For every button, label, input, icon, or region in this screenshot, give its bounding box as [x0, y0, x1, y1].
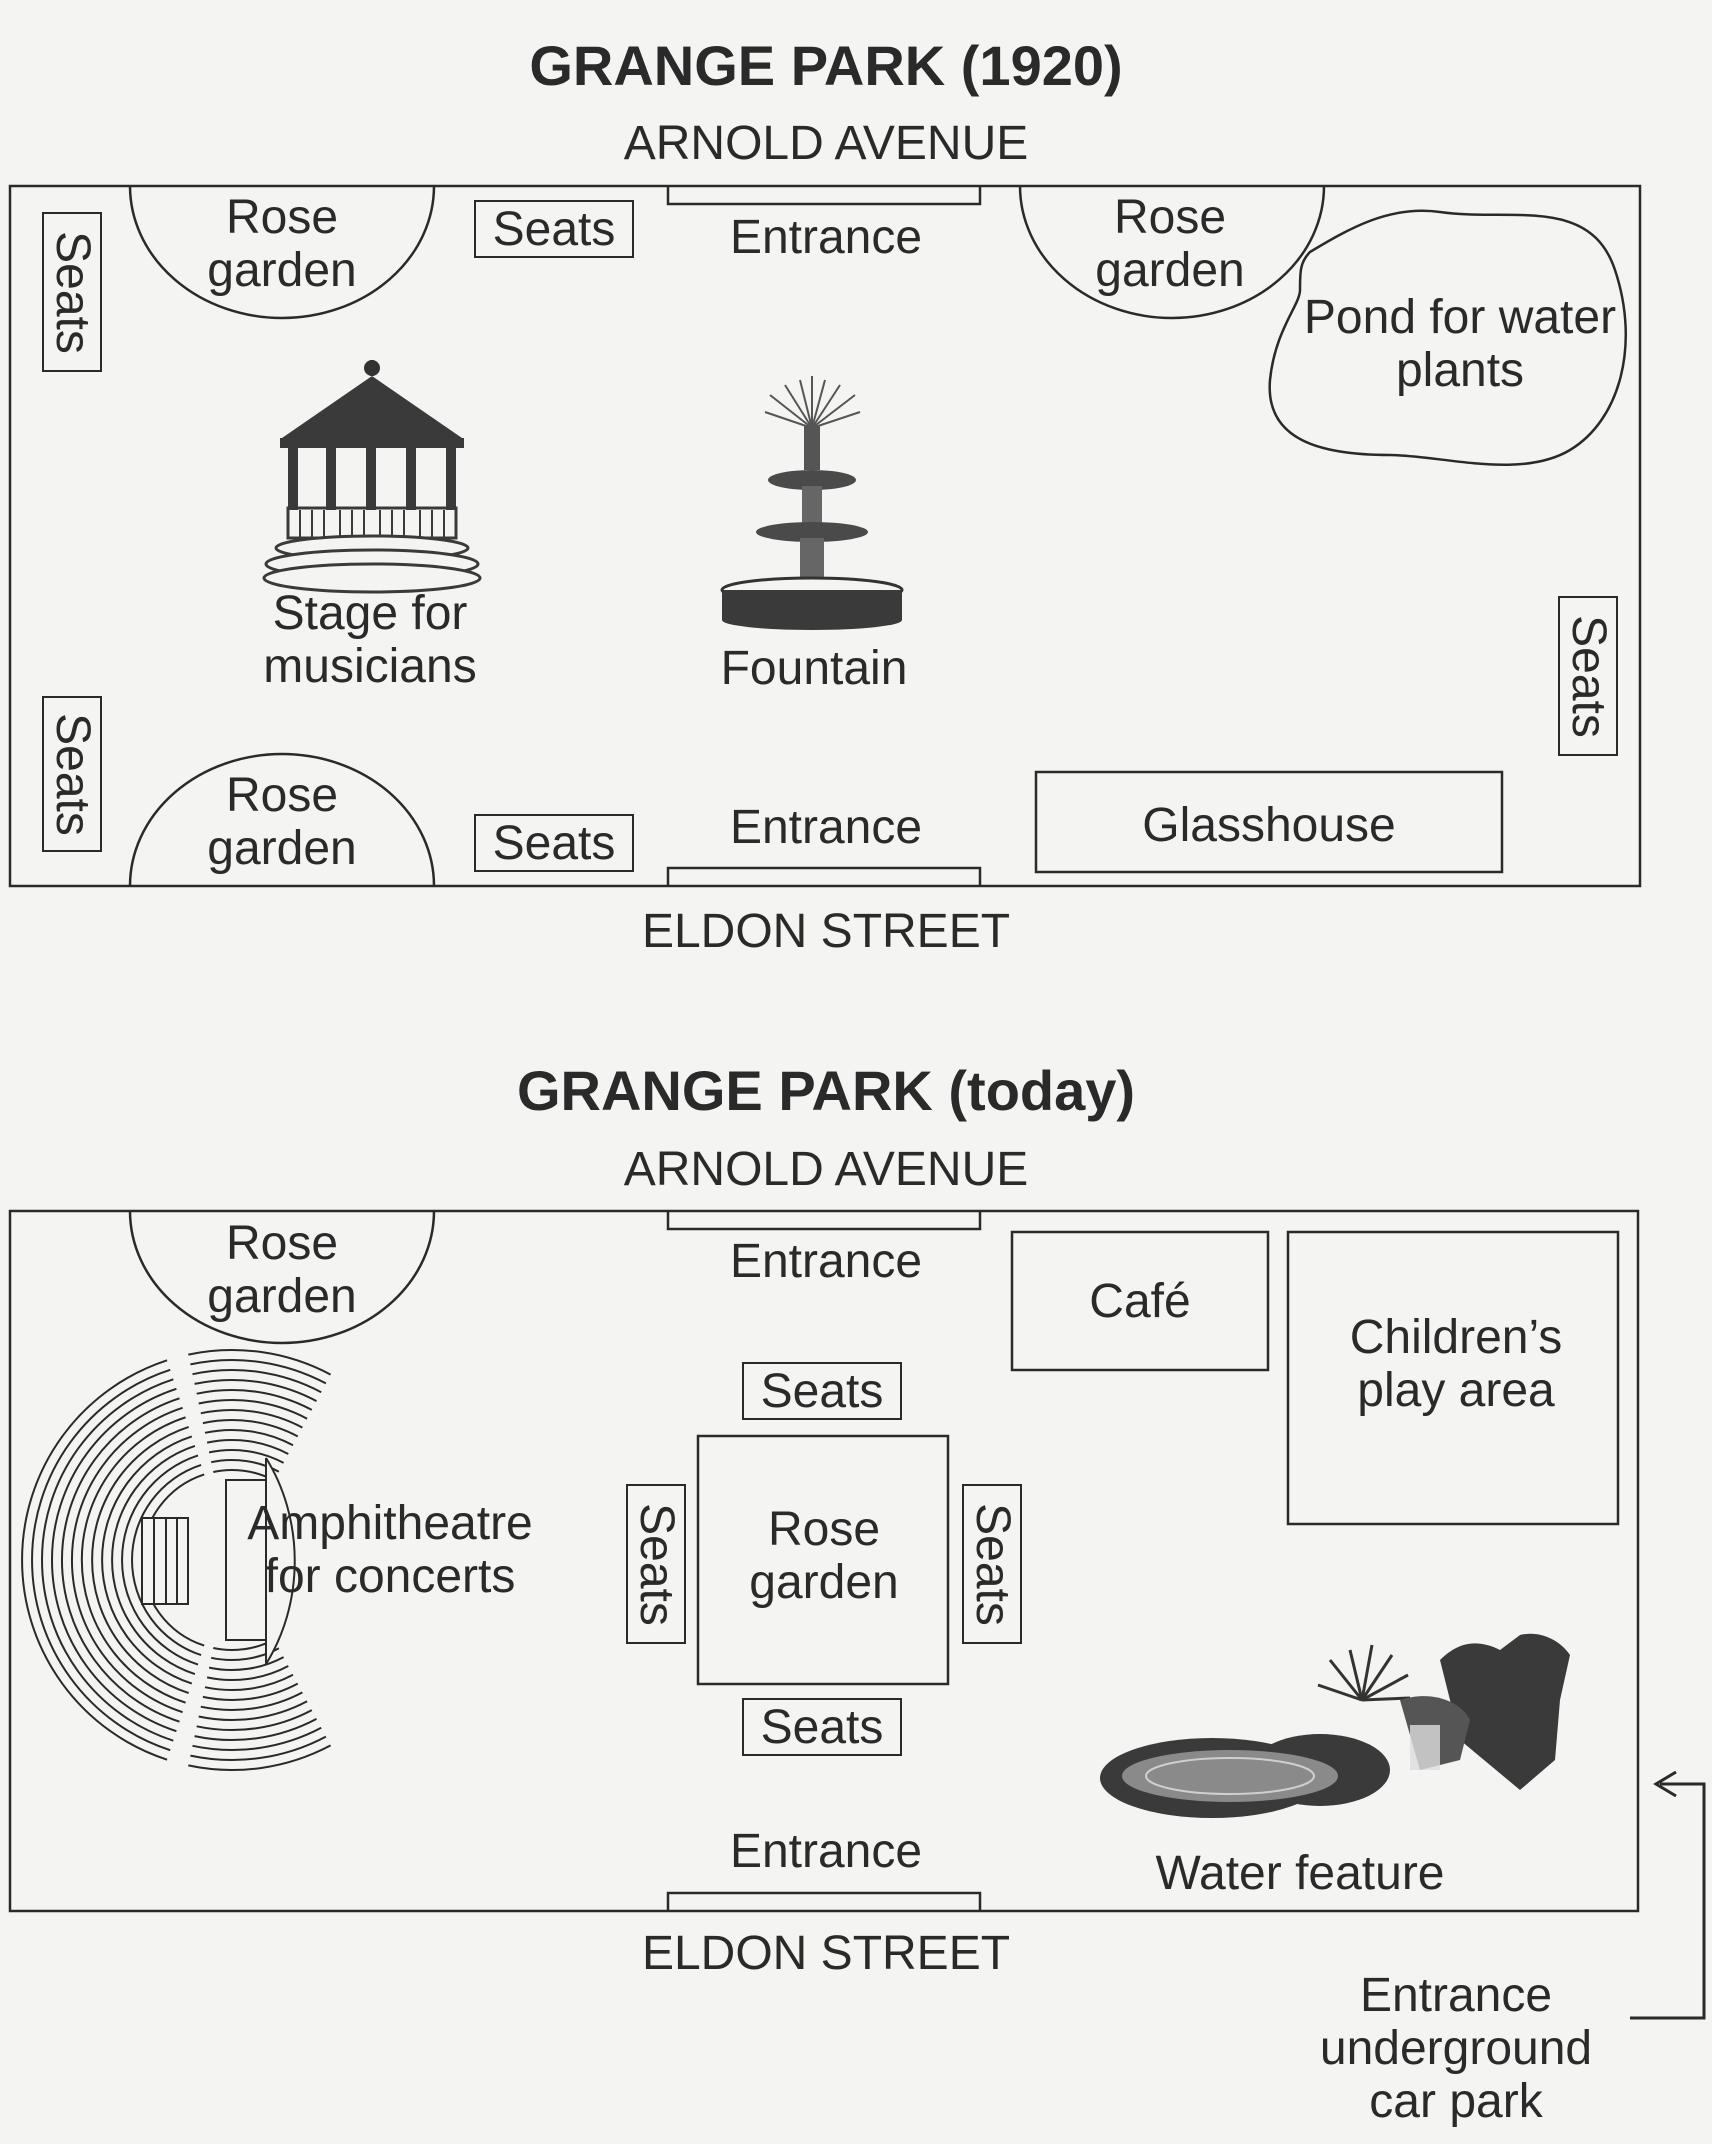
pond-shape [1268, 209, 1627, 466]
rose-garden-square [696, 1434, 950, 1686]
rose-garden-shape-sw-1920 [128, 752, 436, 887]
amphitheatre-seat-row [188, 1744, 332, 1771]
seats-top-1920: Seats [474, 200, 634, 258]
stage-label: Stage for musicians [263, 587, 477, 693]
entrance-south-label-today: Entrance [729, 1825, 923, 1878]
fountain-icon [720, 376, 904, 630]
amphitheatre-seat-row [206, 1665, 289, 1682]
rose-garden-shape-nw-1920 [128, 185, 436, 320]
amphitheatre-seat-row [121, 1454, 199, 1666]
amphitheatre-seat-row [204, 1673, 294, 1692]
road-south-today: ELDON STREET [641, 1927, 1011, 1980]
road-south-1920: ELDON STREET [641, 905, 1011, 958]
amphitheatre-seat-row [194, 1379, 317, 1402]
map-title-today: GRANGE PARK (today) [516, 1059, 1136, 1122]
entrance-north-label-1920: Entrance [729, 211, 923, 264]
amphitheatre-seat-row [208, 1449, 285, 1464]
seats-bottom-1920: Seats [474, 814, 634, 872]
cafe-label: Café [1089, 1275, 1191, 1328]
park-boundary-today [8, 1209, 1640, 1913]
amphitheatre-seat-row [101, 1435, 193, 1685]
cafe-box [1010, 1230, 1270, 1372]
bandstand-icon [262, 360, 482, 594]
amphitheatre-label: Amphitheatre for concerts [247, 1497, 533, 1603]
amphitheatre-seat-row [202, 1419, 299, 1438]
amphitheatre-seat-row [208, 1656, 285, 1671]
amphitheatre-seat-row [206, 1438, 289, 1455]
amphitheatre-seat-row [204, 1428, 294, 1447]
seats-right-today: Seats [962, 1484, 1022, 1644]
glasshouse-label: Glasshouse [1142, 799, 1396, 852]
road-north-1920: ARNOLD AVENUE [623, 117, 1029, 170]
seats-left-top-1920: Seats [42, 212, 102, 372]
water-feature-label: Water feature [1155, 1847, 1445, 1900]
car-park-label: Entrance underground car park [1319, 1969, 1593, 2128]
seats-left-today: Seats [626, 1484, 686, 1644]
amphitheatre-seat-row [190, 1735, 327, 1761]
rose-garden-sw-1920: Rose garden [207, 769, 357, 875]
amphitheatre-seat-row [202, 1682, 299, 1701]
amphitheatre-seat-row [91, 1425, 190, 1695]
amphitheatre-seat-row [80, 1416, 186, 1704]
amphitheatre-seat-row [198, 1399, 308, 1420]
entrance-south-label-1920: Entrance [729, 801, 923, 854]
amphitheatre-icon [21, 1349, 332, 1771]
amphitheatre-seat-row [188, 1349, 332, 1376]
amphitheatre-seat-row [194, 1718, 317, 1741]
amphitheatre-seat-row [31, 1368, 171, 1752]
entrance-gate-south-1920 [666, 866, 982, 886]
entrance-gate-south-today [666, 1891, 982, 1911]
map-title-1920: GRANGE PARK (1920) [529, 34, 1123, 97]
amphitheatre-seat-row [198, 1700, 308, 1721]
seats-top-today: Seats [742, 1362, 902, 1420]
amphitheatre-seat-row [51, 1387, 177, 1733]
pond-label: Pond for water plants [1303, 291, 1617, 397]
amphitheatre-seat-row [41, 1378, 174, 1742]
amphitheatre-seat-row [196, 1709, 313, 1731]
rose-garden-ne-1920: Rose garden [1095, 191, 1245, 297]
amphitheatre-seat-row [111, 1444, 196, 1676]
entrance-north-label-today: Entrance [729, 1235, 923, 1288]
amphitheatre-seat-row [192, 1726, 322, 1751]
amphitheatre-seat-row [60, 1397, 180, 1723]
rose-garden-shape-nw-today [128, 1210, 436, 1345]
amphitheatre-seat-row [71, 1406, 183, 1714]
seats-bottom-today: Seats [742, 1698, 902, 1756]
amphitheatre-seat-row [192, 1369, 322, 1394]
rose-garden-nw-today: Rose garden [207, 1217, 357, 1323]
entrance-gate-north-1920 [666, 186, 982, 206]
amphitheatre-seat-row [131, 1463, 202, 1657]
play-area-box [1286, 1230, 1620, 1526]
amphitheatre-seat-row [190, 1359, 327, 1385]
arrow-icon [1630, 1770, 1706, 2020]
glasshouse-box [1034, 770, 1504, 874]
amphitheatre-seat-row [200, 1409, 303, 1429]
rose-garden-nw-1920: Rose garden [207, 191, 357, 297]
entrance-gate-north-today [666, 1211, 982, 1231]
seats-right-1920: Seats [1558, 596, 1618, 756]
park-boundary-1920 [8, 184, 1642, 888]
road-north-today: ARNOLD AVENUE [623, 1143, 1029, 1196]
amphitheatre-seat-row [200, 1691, 303, 1711]
rose-garden-shape-ne-1920 [1018, 185, 1326, 320]
seats-left-bottom-1920: Seats [42, 696, 102, 852]
rose-garden-center-label: Rose garden [749, 1503, 899, 1609]
play-area-label: Children’s play area [1349, 1311, 1563, 1417]
fountain-label: Fountain [720, 642, 908, 695]
amphitheatre-seat-row [196, 1389, 313, 1411]
amphitheatre-seat-row [21, 1359, 168, 1761]
water-feature-icon [1100, 1633, 1570, 1818]
